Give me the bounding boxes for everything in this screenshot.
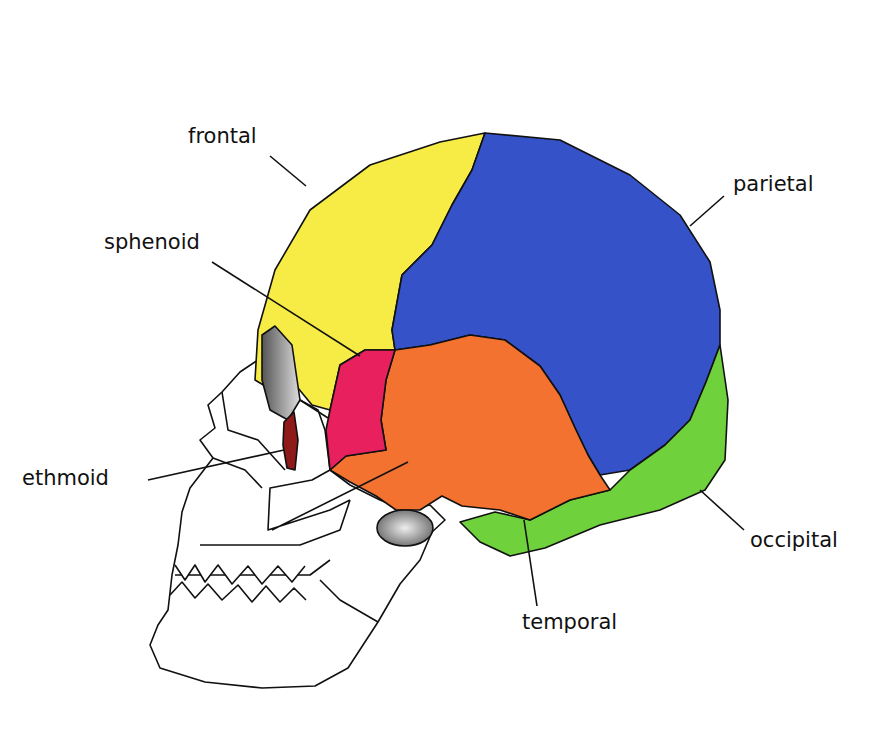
leader-line (524, 520, 537, 606)
ear-opening (377, 510, 433, 546)
bone-label: ethmoid (22, 466, 109, 491)
orbit (262, 326, 300, 420)
bone-label: sphenoid (104, 230, 200, 255)
leader-line (700, 490, 744, 530)
bone-label: frontal (188, 124, 257, 149)
ethmoid-bone (283, 412, 298, 470)
leader-line (690, 196, 724, 226)
leader-line (212, 262, 360, 356)
bone-label: temporal (522, 610, 617, 635)
bone-label: occipital (750, 528, 838, 553)
leader-line (148, 450, 284, 480)
bone-label: parietal (733, 172, 814, 197)
sphenoid-bone (326, 350, 395, 470)
leader-line (270, 156, 306, 186)
teeth (170, 565, 306, 602)
